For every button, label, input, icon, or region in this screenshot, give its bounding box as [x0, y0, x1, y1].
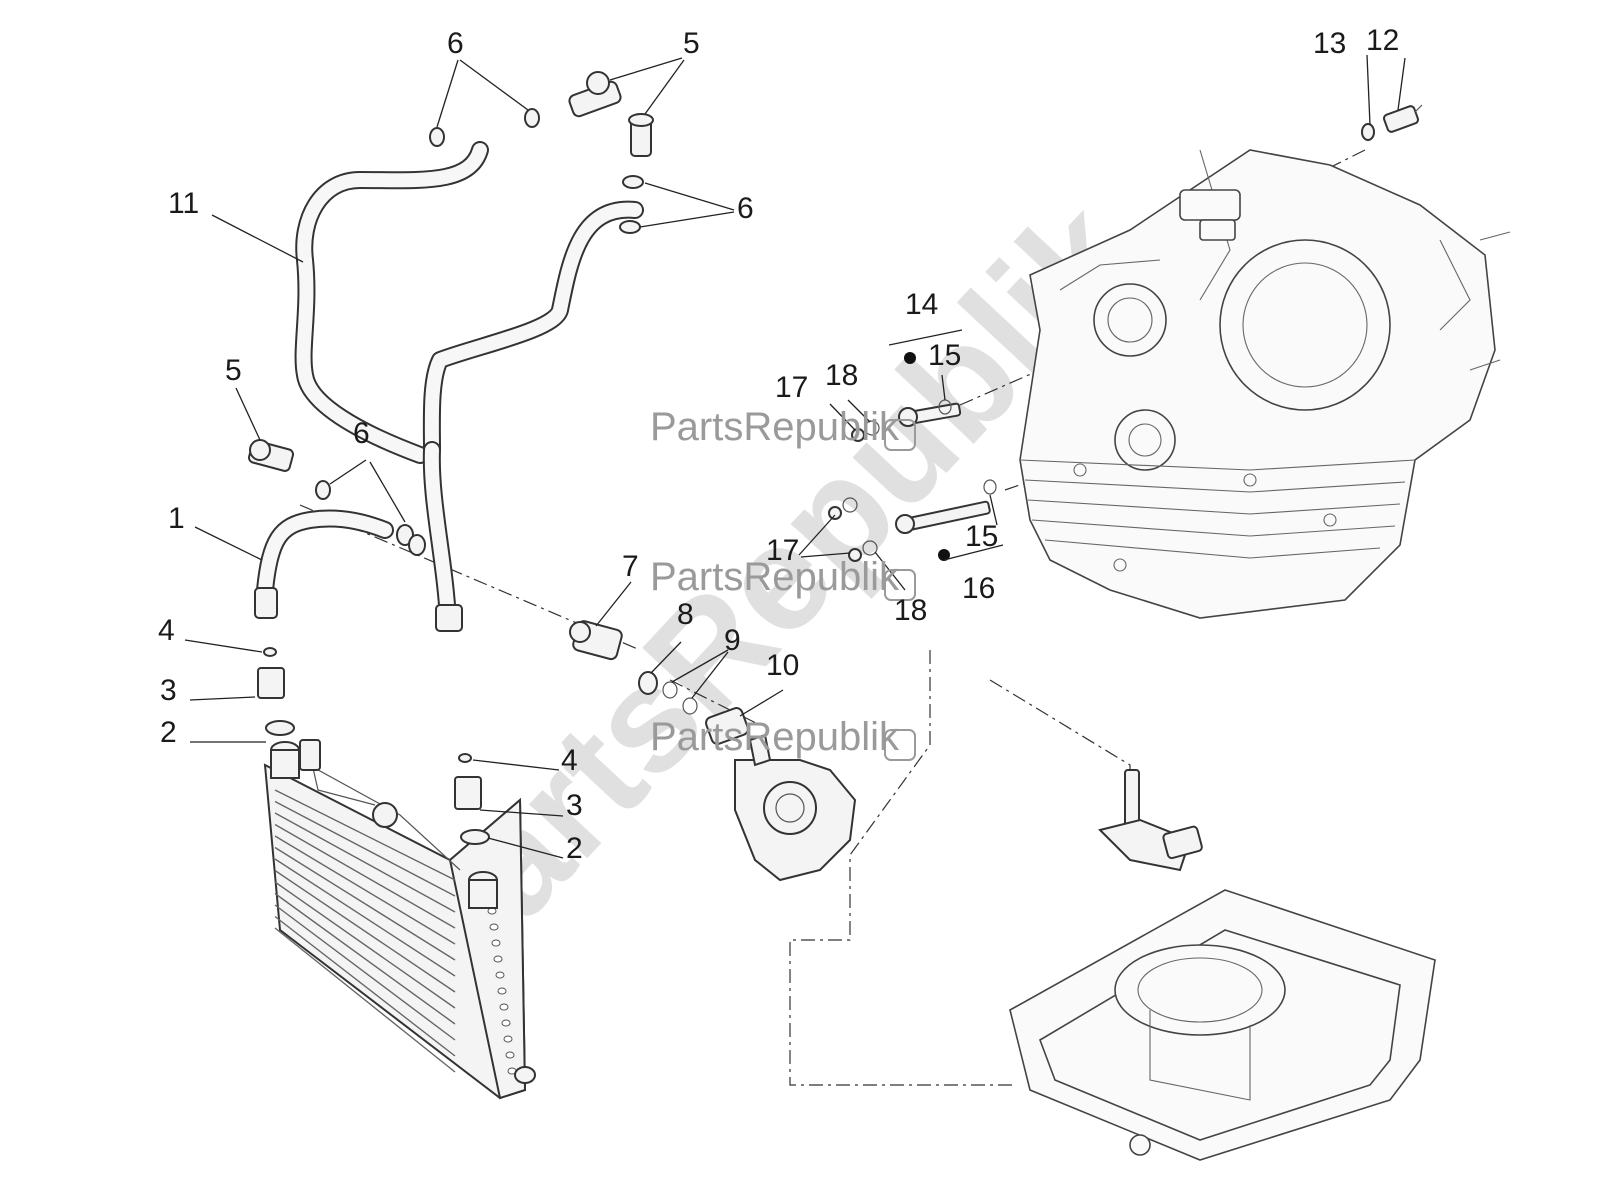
callout-5: 5 — [225, 354, 242, 387]
callout-13: 13 — [1313, 27, 1346, 60]
bolts-14-16 — [895, 399, 997, 534]
callout-5: 5 — [683, 27, 700, 60]
radiator-fins — [274, 789, 517, 1075]
callout-1: 1 — [168, 502, 185, 535]
radiator-hole — [505, 1051, 515, 1059]
radiator-hole — [491, 939, 501, 947]
radiator-hole — [501, 1019, 511, 1027]
watermark-logo-1: PartsRepublik — [650, 405, 916, 451]
fittings-left — [257, 647, 295, 736]
fittings-right — [454, 753, 490, 845]
radiator-fin — [274, 800, 456, 897]
callout-15: 15 — [928, 339, 961, 372]
callout-4: 4 — [158, 614, 175, 647]
callout-14: 14 — [905, 288, 938, 321]
callout-6: 6 — [447, 27, 464, 60]
radiator-fin — [274, 915, 456, 1057]
oil-temp-sensor — [1361, 104, 1423, 141]
screws-17-18 — [828, 420, 880, 562]
radiator-fin — [274, 892, 456, 1025]
radiator-hole — [495, 971, 505, 979]
oil-pump — [734, 733, 857, 882]
radiator-fin — [274, 927, 456, 1073]
callout-16: 16 — [962, 572, 995, 605]
callout-6: 6 — [353, 417, 370, 450]
callout-12: 12 — [1366, 24, 1399, 57]
radiator-hole — [503, 1035, 513, 1043]
radiator-hole — [497, 987, 507, 995]
callout-15: 15 — [965, 520, 998, 553]
radiator-fin — [274, 869, 456, 993]
callout-10: 10 — [766, 649, 799, 682]
radiator-fin — [274, 789, 456, 881]
callout-18: 18 — [894, 594, 927, 627]
watermark-logo-2: PartsRepublik — [650, 555, 916, 601]
pressure-switch — [569, 620, 749, 745]
radiator-hole — [493, 955, 503, 963]
radiator-fin — [274, 858, 456, 977]
callout-8: 8 — [677, 598, 694, 631]
callout-11: 11 — [168, 187, 199, 220]
radiator-fin — [274, 812, 456, 913]
callout-3: 3 — [566, 789, 583, 822]
radiator-fin — [274, 823, 456, 929]
washers — [315, 108, 644, 556]
radiator-hole — [489, 923, 499, 931]
oil-hose-11 — [294, 141, 644, 632]
callout-3: 3 — [160, 674, 177, 707]
callout-9: 9 — [724, 624, 741, 657]
temperature-sensor-cable — [299, 739, 376, 806]
svg-text:PartsRepublik: PartsRepublik — [650, 555, 900, 599]
radiator-fin — [274, 881, 456, 1009]
callout-4: 4 — [561, 744, 578, 777]
engine-crankcase — [1019, 149, 1511, 619]
oil-sump-pan — [1009, 889, 1436, 1161]
radiator-fin — [274, 835, 456, 945]
callout-7: 7 — [622, 550, 639, 583]
watermark-logo-3: PartsRepublik — [650, 715, 916, 761]
callout-labels: 6 5 11 6 5 6 1 4 3 2 4 3 2 7 8 9 10 14 1… — [158, 24, 1399, 865]
leader-lines — [184, 54, 1406, 859]
banjo-bolt-left — [247, 439, 295, 472]
callout-2: 2 — [566, 832, 583, 865]
ref-dot-14 — [904, 352, 916, 364]
radiator-fin — [274, 846, 456, 961]
svg-text:PartsRepublik: PartsRepublik — [650, 405, 900, 449]
callout-17: 17 — [775, 371, 808, 404]
oil-hose-1 — [254, 509, 394, 619]
callout-6: 6 — [737, 192, 754, 225]
radiator-hole — [499, 1003, 509, 1011]
callout-18: 18 — [825, 359, 858, 392]
banjo-bolt-mid — [628, 113, 654, 157]
oil-pickup — [1098, 769, 1203, 872]
ref-dot-16 — [938, 549, 950, 561]
oil-cooler-radiator — [263, 741, 536, 1100]
radiator-fin — [274, 904, 456, 1041]
banjo-bolt-top — [568, 71, 622, 118]
callout-17: 17 — [766, 534, 799, 567]
callout-2: 2 — [160, 716, 177, 749]
svg-text:PartsRepublik: PartsRepublik — [650, 715, 900, 759]
